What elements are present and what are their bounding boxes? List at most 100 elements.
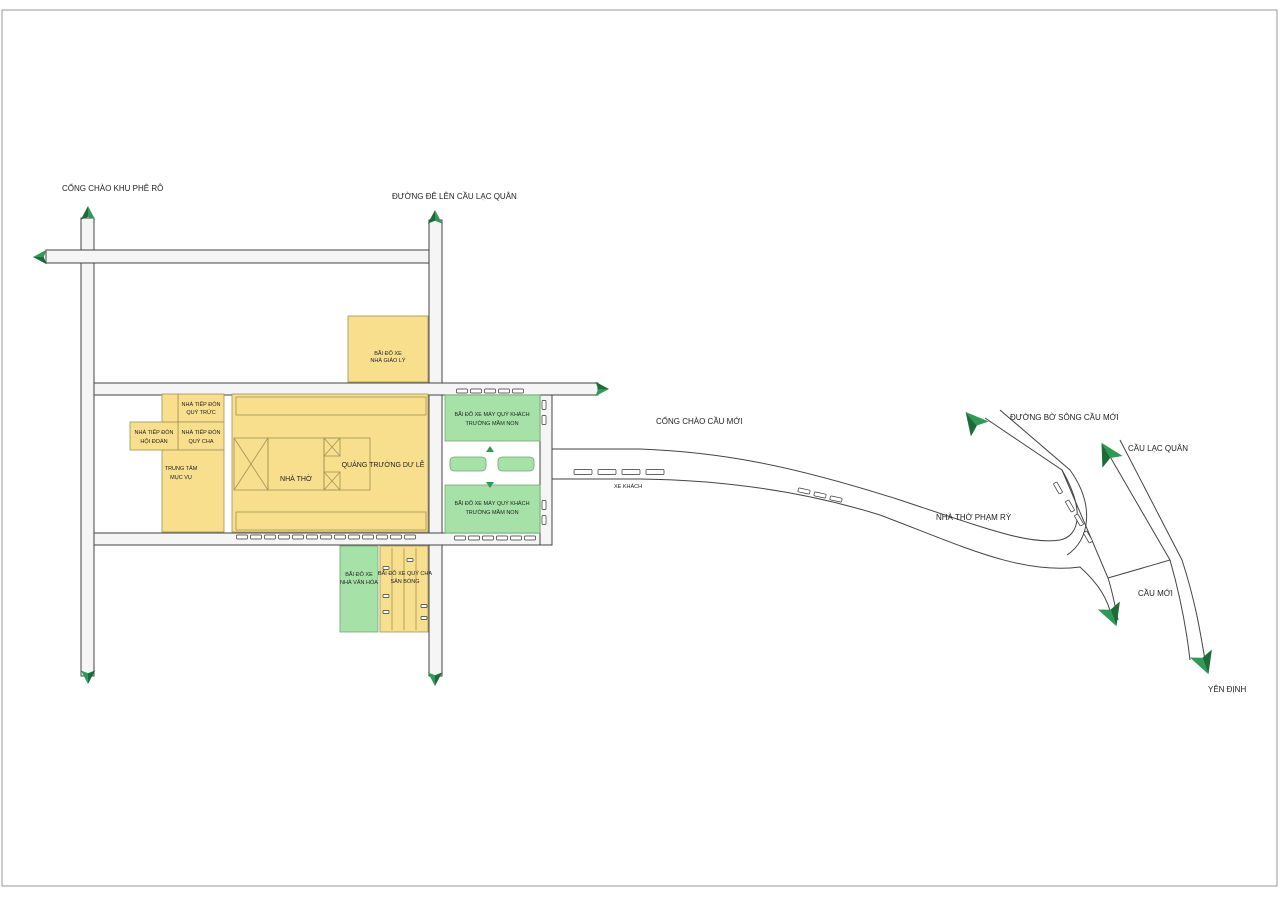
label-xe-khach: XE KHÁCH [614,483,642,490]
label-muc-vu-2: MỤC VỤ [170,475,192,481]
car-icon [250,534,262,540]
triangle-arrow-icon [427,672,443,686]
car-icon [306,534,318,540]
green-zones [339,394,541,633]
car-icon [406,558,414,562]
car-icon [420,604,428,608]
car-icon [813,491,827,499]
label-quang-truong: QUẢNG TRƯỜNG DƯ LỄ [342,460,425,469]
car-icon [420,616,428,620]
vehicle-layer [236,388,1093,620]
car-icon [621,469,641,475]
car-icon [382,594,390,598]
car-icon [645,469,665,475]
car-icon [470,388,482,394]
label-road-de-cau-lac-quan: ĐƯỜNG ĐÊ LÊN CẦU LẠC QUÂN [392,191,517,201]
triangle-arrow-icon [80,670,96,684]
car-icon [292,534,304,540]
car-icon [320,534,332,540]
label-quy-cha-2: QUÝ CHA [188,438,213,445]
zone-median-right [497,456,535,472]
zone-median-left [449,456,487,472]
label-mam-non-top-1: BÃI ĐỖ XE MÁY QUÝ KHÁCH [454,411,529,418]
car-icon [362,534,374,540]
car-icon [1053,481,1063,495]
car-icon [264,534,276,540]
car-icon [512,388,524,394]
label-road-bo-song: ĐƯỜNG BỜ SÔNG CẦU MỚI [1010,412,1119,422]
label-van-hoa-1: BÃI ĐỖ XE [345,571,373,578]
road-top-horizontal [45,249,439,264]
triangle-arrow-icon [1101,442,1123,468]
car-icon [382,610,390,614]
car-icon [376,534,388,540]
label-nha-tho: NHÀ THỜ [280,474,312,483]
triangle-arrow-icon [486,482,494,488]
car-icon [382,566,390,570]
car-icon [510,535,522,541]
label-quy-cha-park-1: BÃI ĐỖ XE QUÝ CHA [378,570,432,577]
car-icon [278,534,290,540]
road-middle-vertical [428,219,443,677]
label-nha-tho-pham-ry: NHÀ THỜ PHẠM RỲ [936,513,1012,522]
label-hoi-doan-2: HỘI ĐOÀN [140,438,167,445]
label-mam-non-bottom-1: BÃI ĐỖ XE MÁY QUÝ KHÁCH [454,500,529,507]
zone-parking-mam-non-top [444,394,541,442]
label-quy-cha-1: NHÀ TIẾP ĐÓN [182,429,221,436]
zone-tiep-don-quy-truc [177,393,225,423]
car-icon [236,534,248,540]
car-icon [541,500,547,510]
triangle-arrow-icon [965,412,989,437]
label-parking-giao-ly-1: BÃI ĐỖ XE [374,350,402,357]
label-parking-giao-ly-2: NHÀ GIÁO LÝ [370,357,405,364]
label-hoi-doan-1: NHÀ TIẾP ĐÓN [135,429,174,436]
triangle-arrow-icon [486,446,494,452]
label-mam-non-top-2: TRƯỜNG MẦM NON [465,420,518,427]
car-icon [1074,513,1084,527]
zone-parking-giao-ly [347,315,429,383]
label-yen-dinh: YÊN ĐỊNH [1208,685,1246,694]
label-muc-vu-1: TRUNG TÂM [165,465,198,472]
zone-parking-mam-non-bottom [444,484,541,534]
car-icon [541,400,547,410]
car-icon [456,388,468,394]
map-labels: CỔNG CHÀO KHU PHÊ RÔ ĐƯỜNG ĐÊ LÊN CẦU LẠ… [62,184,1246,694]
car-icon [484,388,496,394]
car-icon [797,487,811,495]
car-icon [454,535,466,541]
zone-left-strip [161,393,179,423]
label-gate-cau-moi: CỔNG CHÀO CẦU MỚI [656,416,742,426]
label-cau-moi: CẦU MỚI [1138,588,1173,598]
car-icon [334,534,346,540]
label-van-hoa-2: NHÀ VĂN HÓA [340,579,378,586]
car-icon [597,469,617,475]
label-quy-cha-park-2: SÂN BÓNG [390,578,419,585]
label-gate-khu-phe-ro: CỔNG CHÀO KHU PHÊ RÔ [62,184,163,193]
car-icon [829,495,843,503]
zone-parking-van-hoa [339,545,379,633]
zone-tiep-don-hoi-doan [129,421,179,451]
zone-church-complex [231,393,429,533]
zone-tiep-don-quy-cha [177,421,225,451]
car-icon [496,535,508,541]
label-mam-non-bottom-2: TRƯỜNG MẦM NON [465,509,518,516]
label-quy-truc-2: QUÝ TRỨC [186,409,215,416]
label-quy-truc-1: NHÀ TIẾP ĐÓN [182,401,221,408]
road-east-curve [552,409,1206,661]
car-icon [1065,499,1075,513]
triangle-arrow-icon [427,210,443,224]
car-icon [404,534,416,540]
car-icon [1083,530,1093,544]
zone-trung-tam-muc-vu [161,449,225,533]
car-icon [524,535,536,541]
car-icon [482,535,494,541]
church-details [233,396,427,630]
car-icon [541,415,547,425]
car-icon [390,534,402,540]
label-cau-lac-quan: CẦU LẠC QUÂN [1128,443,1188,453]
car-icon [468,535,480,541]
car-icon [541,515,547,525]
car-icon [348,534,360,540]
road-left-vertical [80,217,95,677]
